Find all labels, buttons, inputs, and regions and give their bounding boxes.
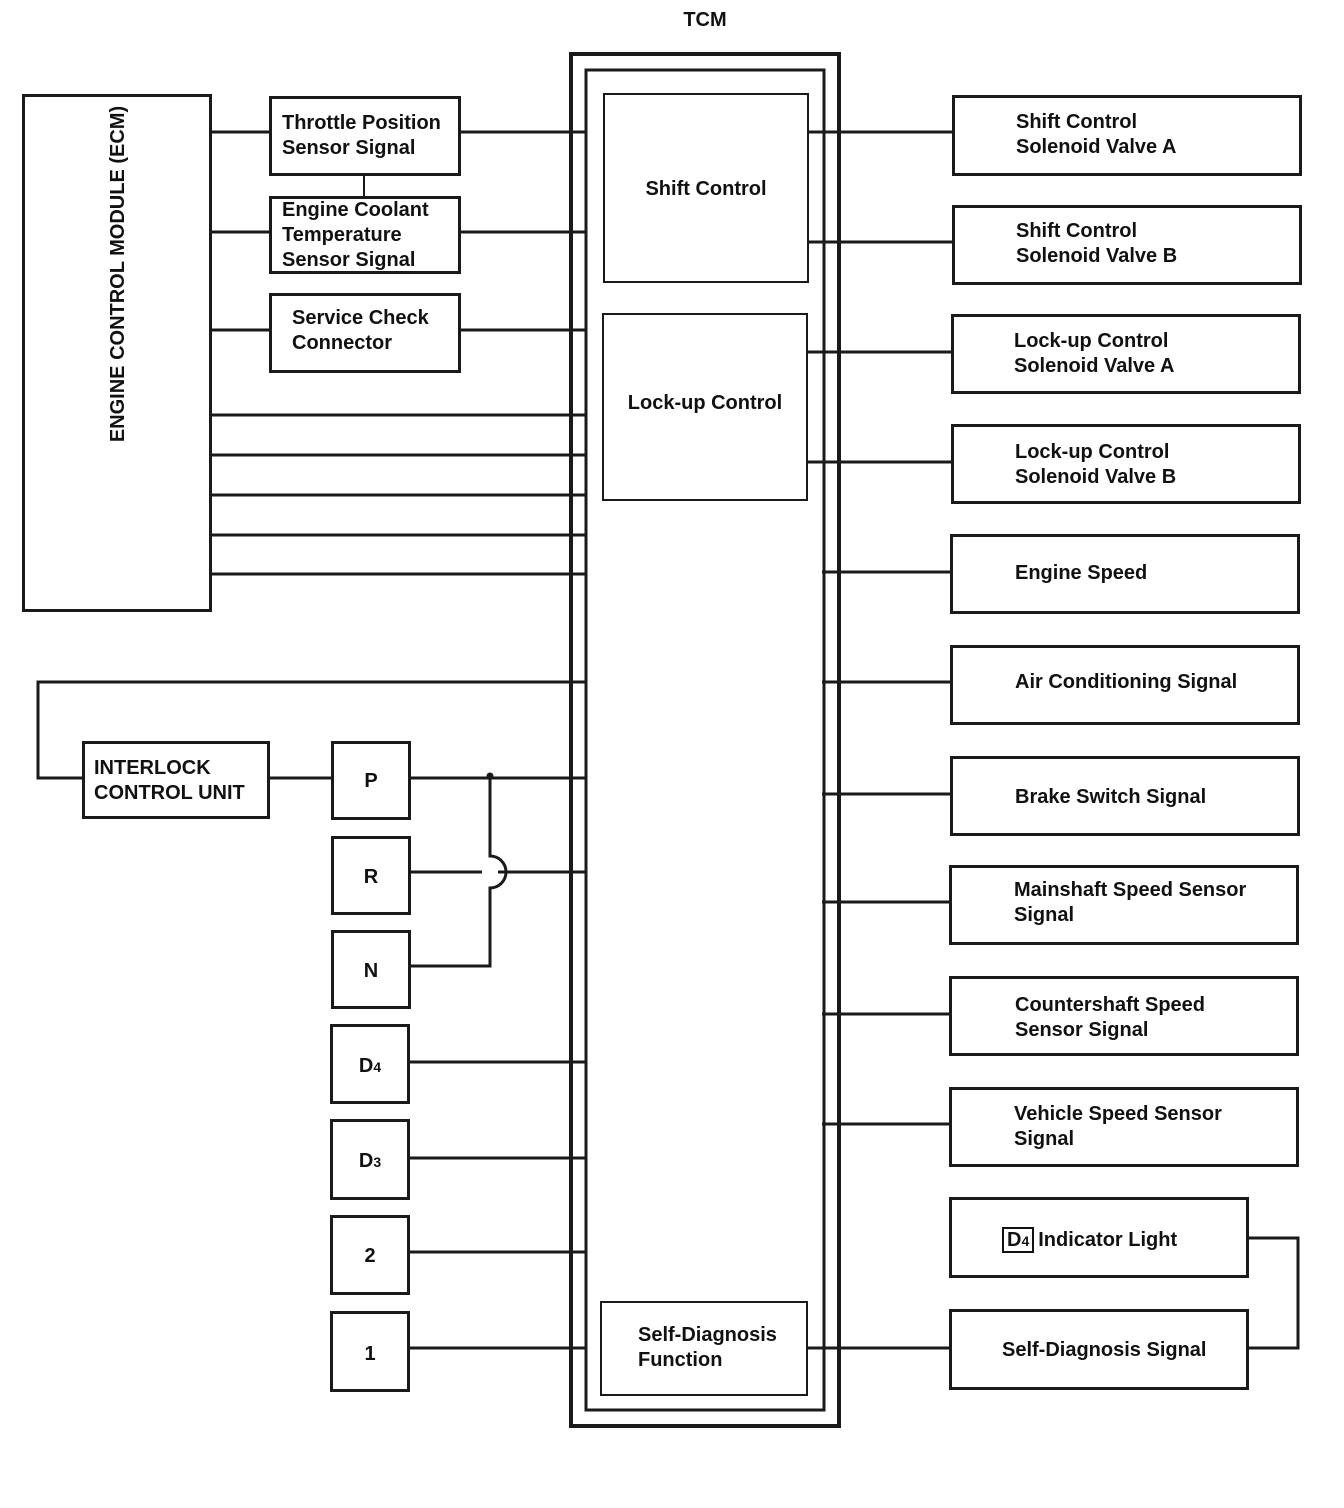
shift-valve-a-box: Shift Control Solenoid Valve A [952,95,1302,176]
throttle-position-box: Throttle Position Sensor Signal [269,96,461,176]
brake-switch-label: Brake Switch Signal [1015,786,1207,808]
tcm-inner-frame [584,68,826,1412]
gear-r-box: R [331,836,411,915]
gear-1-box: 1 [330,1311,410,1392]
self-diagnosis-function-block: Self-Diagnosis Function [600,1301,808,1396]
lockup-valve-a-label: Lock-up Control Solenoid Valve A [1014,330,1175,377]
tcm-outer-frame [569,52,841,1428]
gear-p-label: P [364,770,378,792]
air-conditioning-label: Air Conditioning Signal [1015,671,1238,693]
d4-indicator-badge: D4 [1002,1227,1035,1253]
d4-indicator-light-text: Indicator Light [1038,1229,1178,1251]
wire-n-to-p [410,776,508,968]
lockup-valve-b-box: Lock-up Control Solenoid Valve B [951,424,1301,504]
interlock-control-unit-box: INTERLOCK CONTROL UNIT [82,741,270,819]
tcm-title: TCM [683,9,727,31]
ecm-block [22,94,212,612]
d4-indicator-badge-subscript: 4 [1021,1233,1030,1249]
gear-d4-label: D4 [333,1054,407,1080]
shift-valve-a-label: Shift Control Solenoid Valve A [1016,111,1177,158]
shift-valve-b-label: Shift Control Solenoid Valve B [1016,220,1178,267]
gear-n-label: N [363,960,379,982]
gear-d3-subscript: 3 [373,1154,382,1170]
gear-d4-letter: D [358,1055,374,1077]
throttle-position-label: Throttle Position Sensor Signal [282,112,441,159]
air-conditioning-box: Air Conditioning Signal [950,645,1300,725]
countershaft-speed-box: Countershaft Speed Sensor Signal [949,976,1299,1056]
engine-speed-label: Engine Speed [1015,562,1148,584]
gear-d3-letter: D [358,1150,374,1172]
gear-2-box: 2 [330,1215,410,1295]
shift-control-label: Shift Control [645,178,767,200]
interlock-control-unit-label: INTERLOCK CONTROL UNIT [94,757,245,804]
gear-r-label: R [363,866,379,888]
self-diagnosis-signal-box: Self-Diagnosis Signal [949,1309,1249,1390]
self-diagnosis-signal-label: Self-Diagnosis Signal [1002,1339,1207,1361]
gear-d4-subscript: 4 [373,1059,382,1075]
service-check-connector-label: Service Check Connector [292,307,429,354]
d4-indicator-badge-letter: D [1007,1229,1022,1251]
brake-switch-box: Brake Switch Signal [950,756,1300,836]
countershaft-speed-label: Countershaft Speed Sensor Signal [1015,994,1206,1041]
wire-interlock-loop [36,680,586,780]
service-check-connector-box: Service Check Connector [269,293,461,373]
gear-d3-box: D3 [330,1119,410,1200]
gear-2-label: 2 [364,1245,376,1267]
coolant-temperature-label: Engine Coolant Temperature Sensor Signal [282,199,429,271]
engine-speed-box: Engine Speed [950,534,1300,614]
mainshaft-speed-box: Mainshaft Speed Sensor Signal [949,865,1299,945]
lockup-valve-a-box: Lock-up Control Solenoid Valve A [951,314,1301,394]
vehicle-speed-label: Vehicle Speed Sensor Signal [1014,1103,1222,1150]
gear-p-box: P [331,741,411,820]
gear-n-box: N [331,930,411,1009]
gear-d4-box: D4 [330,1024,410,1104]
mainshaft-speed-label: Mainshaft Speed Sensor Signal [1014,879,1247,926]
coolant-temperature-box: Engine Coolant Temperature Sensor Signal [269,196,461,274]
gear-1-label: 1 [364,1343,376,1365]
lockup-valve-b-label: Lock-up Control Solenoid Valve B [1015,441,1177,488]
ecm-label: ENGINE CONTROL MODULE (ECM) [107,105,129,443]
shift-control-block: Shift Control [603,93,809,283]
vehicle-speed-box: Vehicle Speed Sensor Signal [949,1087,1299,1167]
gear-d3-label: D3 [333,1149,407,1175]
wire-d4-indicator-link [1246,1236,1300,1350]
lockup-control-label: Lock-up Control [627,392,783,414]
shift-valve-b-box: Shift Control Solenoid Valve B [952,205,1302,285]
lockup-control-block: Lock-up Control [602,313,808,501]
self-diagnosis-function-label: Self-Diagnosis Function [638,1324,777,1371]
